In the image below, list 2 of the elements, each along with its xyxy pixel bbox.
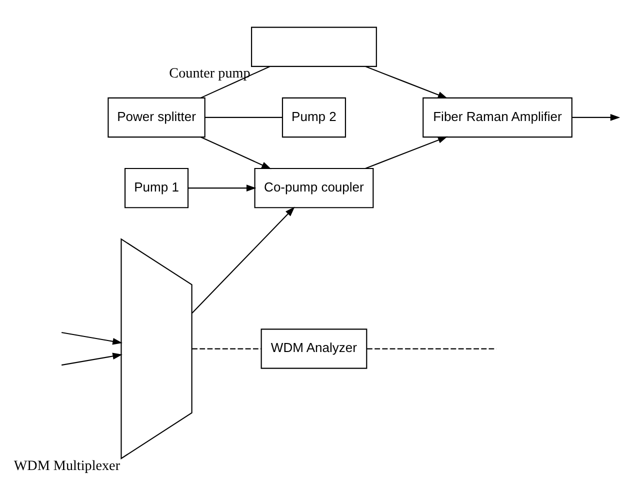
node-label: WDM Multiplexer: [14, 458, 120, 474]
node-label: Counter pump: [169, 66, 250, 82]
